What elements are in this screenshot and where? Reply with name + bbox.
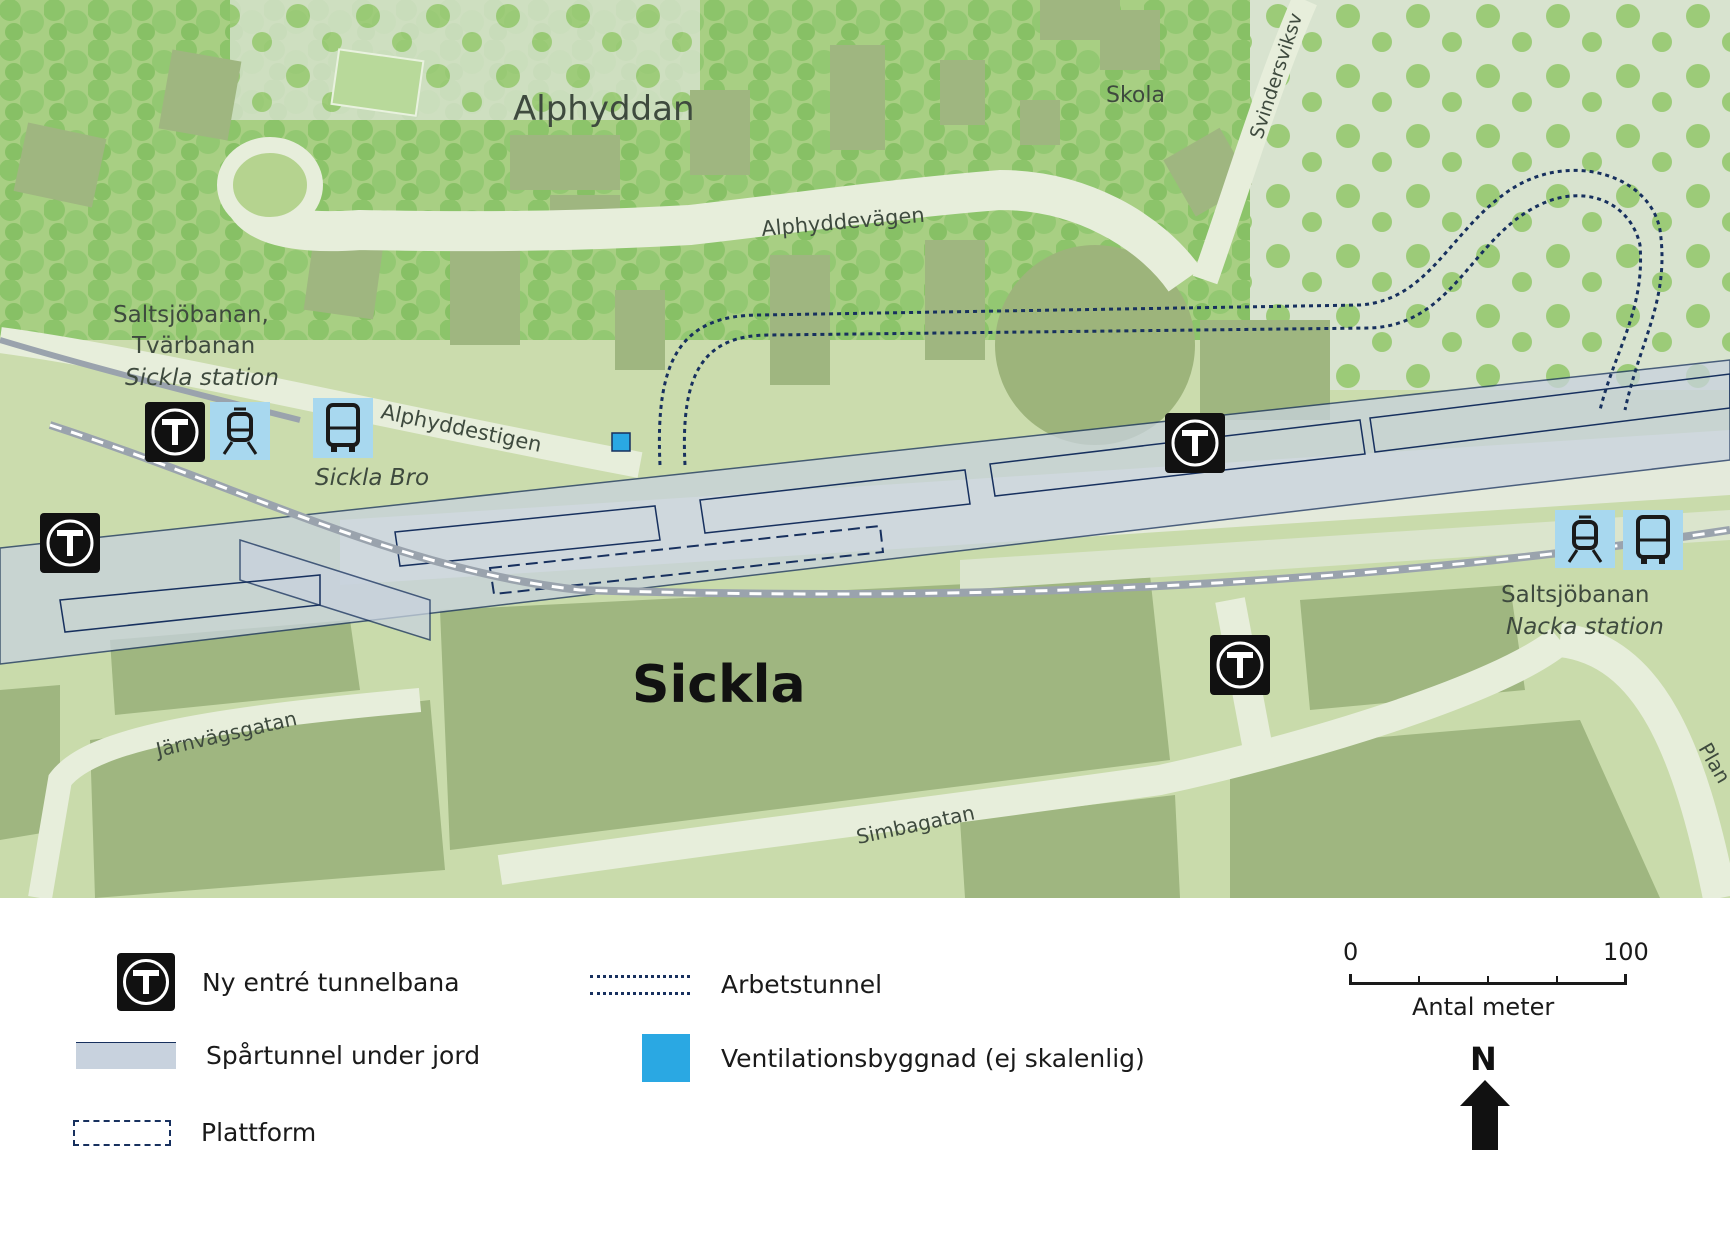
legend: Ny entré tunnelbana Spårtunnel under jor… xyxy=(0,898,1730,1239)
place-label-sickla: Sickla xyxy=(632,655,806,715)
station-label-nacka-line: Saltsjöbanan xyxy=(1501,582,1650,608)
road-alphyddevagen xyxy=(221,158,1202,292)
platform-dashed-icon xyxy=(73,1119,171,1146)
scale-start-label: 0 xyxy=(1343,938,1359,966)
bus-icon-nacka xyxy=(1623,510,1683,570)
north-rock xyxy=(230,0,700,120)
platforms xyxy=(59,373,1730,633)
rail-saltsjobanan-dash xyxy=(49,423,1730,596)
station-label-sickla-line1: Saltsjöbanan, xyxy=(113,302,269,328)
track-tunnel xyxy=(0,359,1730,665)
legend-label-vent-building: Ventilationsbyggnad (ej skalenlig) xyxy=(721,1043,1145,1073)
ventilation-building xyxy=(611,432,631,452)
north-arrow: N xyxy=(1460,1040,1510,1150)
scale-tick-3 xyxy=(1556,976,1558,985)
station-label-sickla-line2: Tvärbanan xyxy=(131,333,255,359)
work-tunnel-dotted-icon xyxy=(590,974,690,995)
station-label-sickla-bro: Sickla Bro xyxy=(315,465,429,491)
road-svindersviksv xyxy=(1192,0,1317,285)
legend-label-track-tunnel: Spårtunnel under jord xyxy=(206,1041,481,1070)
legend-label-new-entrance: Ny entré tunnelbana xyxy=(202,967,460,997)
road-alphyddestigen xyxy=(0,327,643,478)
work-tunnels xyxy=(657,168,1664,466)
legend-item-platform: Plattform xyxy=(73,1118,316,1147)
metro-entrance-west xyxy=(40,513,100,573)
legend-item-work-tunnel: Arbetstunnel xyxy=(590,970,882,999)
legend-label-work-tunnel: Arbetstunnel xyxy=(721,970,883,999)
road-plan xyxy=(1557,623,1730,898)
road-east-south xyxy=(960,510,1730,590)
road-simbagatan xyxy=(497,628,1570,885)
scale-tick-1 xyxy=(1418,976,1420,985)
tunnel-swatch-icon xyxy=(76,1042,176,1069)
road-jarnvagsgatan xyxy=(28,688,422,898)
scale-end-label: 100 xyxy=(1603,938,1649,966)
track-tunnel-branch xyxy=(239,538,431,642)
station-label-sickla-station: Sickla station xyxy=(125,365,279,391)
bus-icon-sickla-bro xyxy=(313,398,373,458)
metro-t-icon xyxy=(117,953,175,1011)
roundabout xyxy=(217,137,323,233)
vent-square-icon xyxy=(642,1034,690,1082)
tram-icon-nacka xyxy=(1555,510,1615,568)
round-hill xyxy=(995,245,1195,445)
metro-entrance-central xyxy=(1165,413,1225,473)
legend-item-vent-building: Ventilationsbyggnad (ej skalenlig) xyxy=(642,1034,1145,1082)
map: Alphyddan Skola Sickla Alphyddevägen Alp… xyxy=(0,0,1730,898)
scale-tick-0 xyxy=(1349,974,1352,985)
scale-unit-label: Antal meter xyxy=(1412,993,1555,1021)
metro-entrance-sickla-station xyxy=(145,402,205,462)
metro-entrance-south xyxy=(1210,635,1270,695)
scale-tick-4 xyxy=(1624,974,1627,985)
new-platform xyxy=(488,524,885,596)
place-label-alphyddan: Alphyddan xyxy=(513,89,695,129)
legend-item-track-tunnel: Spårtunnel under jord xyxy=(76,1041,480,1070)
north-arrow-icon xyxy=(1460,1080,1510,1150)
legend-label-platform: Plattform xyxy=(201,1118,317,1147)
tram-icon-sickla xyxy=(210,402,270,460)
place-label-skola: Skola xyxy=(1106,83,1165,108)
station-label-nacka-station: Nacka station xyxy=(1506,614,1664,640)
north-label: N xyxy=(1470,1040,1497,1078)
legend-item-new-entrance: Ny entré tunnelbana xyxy=(117,953,460,1011)
scale-bar: 0 100 Antal meter xyxy=(1340,938,1649,1028)
scale-tick-2 xyxy=(1487,976,1489,985)
sports-field xyxy=(330,48,425,117)
